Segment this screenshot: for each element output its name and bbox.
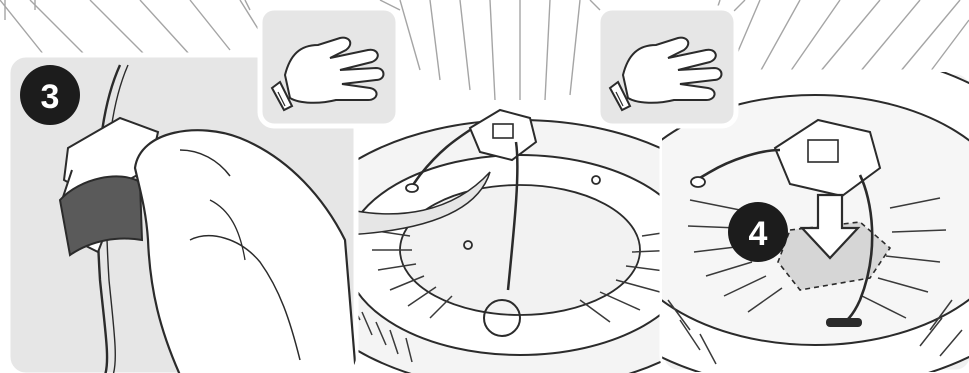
glove-badge-right (598, 8, 736, 126)
step-3-badge: 3 (20, 65, 80, 125)
step-4-badge: 4 (728, 202, 788, 262)
glove-badge-left (260, 8, 398, 126)
step-3-number: 3 (41, 78, 60, 116)
step-4-number: 4 (749, 215, 768, 253)
